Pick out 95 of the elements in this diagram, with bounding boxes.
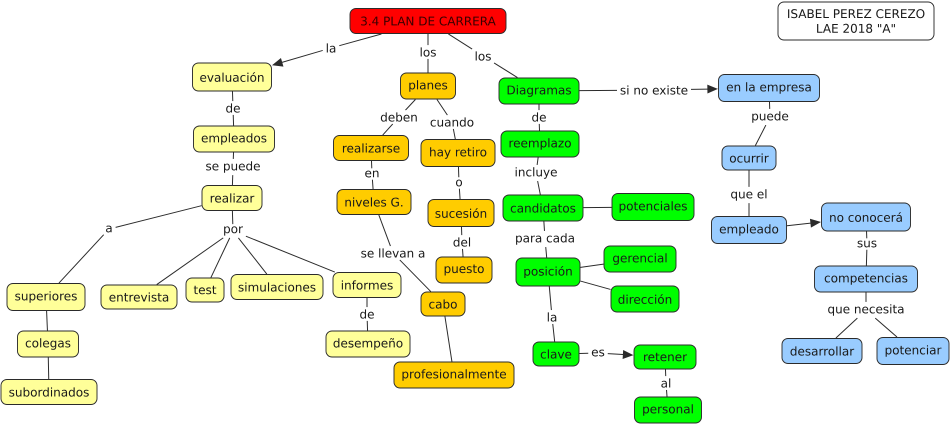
edge-label: se puede: [202, 159, 264, 175]
concept-box: simulaciones: [230, 274, 324, 300]
concept-box: desarrollar: [782, 338, 862, 364]
edge-label: que el: [728, 187, 770, 203]
concept-box: dirección: [610, 286, 680, 312]
concept-box: test: [186, 278, 224, 302]
concept-box: empleado: [711, 216, 787, 244]
concept-box: profesionalmente: [394, 362, 514, 388]
edge-label: es: [588, 348, 608, 358]
concept-box: Diagramas: [498, 78, 580, 104]
connector-line: [664, 368, 668, 398]
connector-line: [536, 156, 541, 196]
concept-box: entrevista: [100, 284, 178, 310]
connector-line: [366, 297, 368, 332]
connector-line: [458, 166, 461, 200]
connector-line: [232, 152, 234, 186]
edge-label: de: [222, 101, 244, 115]
concept-box: hay retiro: [420, 139, 496, 167]
connector-line: [245, 236, 336, 273]
concept-box: potenciales: [612, 193, 694, 221]
connector-line: [382, 98, 416, 136]
concept-box: personal: [634, 396, 702, 424]
concept-box: gerencial: [604, 246, 676, 272]
edge-label: cuando: [427, 115, 477, 129]
edge-label: la: [544, 310, 560, 324]
concept-box: evaluación: [192, 62, 272, 92]
concept-box: competencias: [814, 266, 918, 292]
edge-label: a: [102, 224, 116, 234]
concept-box: potenciar: [876, 337, 950, 365]
connector-line: [874, 318, 898, 338]
concept-box: subordinados: [0, 379, 98, 405]
edge-label: de: [356, 307, 378, 321]
connector-line: [866, 230, 868, 266]
concept-box: empleados: [193, 126, 275, 152]
connector-line: [448, 33, 518, 78]
edge-label: deben: [378, 110, 420, 124]
concept-box: reemplazo: [500, 130, 580, 158]
linking-phrase: que necesita: [824, 302, 908, 318]
title-box: 3.4 PLAN DE CARRERA: [350, 8, 506, 34]
edge-label: en: [362, 168, 382, 180]
edge-label: la: [323, 41, 340, 55]
concept-box: clave: [532, 342, 580, 366]
edge-label: sus: [854, 238, 880, 250]
linking-phrase: por: [220, 224, 246, 238]
connector-line: [58, 205, 202, 284]
edge-label: para cada: [512, 231, 578, 247]
connector-line: [238, 237, 268, 275]
concept-box: en la empresa: [718, 74, 820, 102]
connector-line: [232, 210, 234, 225]
connector-line: [748, 170, 750, 217]
edge-label: si no existe: [617, 83, 691, 97]
concept-box: desempeño: [326, 330, 410, 358]
connector-line: [156, 237, 224, 286]
concept-box: retener: [634, 344, 696, 370]
edge-label: se llevan a: [358, 246, 428, 260]
concept-box: niveles G.: [336, 189, 412, 215]
connector-line: [543, 220, 548, 258]
edge-label: incluye: [512, 165, 560, 181]
concept-box: candidatos: [502, 194, 584, 222]
connector-line: [754, 101, 770, 146]
connector-line: [436, 98, 456, 140]
connector-line: [582, 206, 612, 208]
connector-line: [548, 286, 556, 342]
connector-line: [835, 318, 858, 339]
edge-label: puede: [748, 109, 792, 125]
edge-label: del: [450, 235, 474, 249]
connector-line: [378, 214, 432, 292]
concept-box: realizarse: [333, 135, 409, 161]
connector-line: [580, 280, 612, 290]
concept-box: posición: [516, 258, 580, 286]
edge-label: al: [658, 376, 674, 390]
concept-box: realizar: [202, 185, 262, 211]
edge-label: los: [472, 49, 494, 63]
edge-label: los: [416, 45, 440, 59]
concept-box: cabo: [420, 292, 466, 316]
concept-box: colegas: [17, 330, 79, 358]
concept-box: sucesión: [428, 199, 494, 227]
connector-line: [210, 237, 230, 278]
connector-line: [48, 356, 50, 380]
edge-label: o: [452, 178, 466, 188]
edge-label: de: [528, 110, 550, 124]
connector-line: [538, 104, 540, 132]
connector-line: [460, 226, 464, 258]
connector-line: [46, 310, 48, 332]
connector-line: [232, 90, 234, 126]
concept-box: ocurrir: [722, 146, 776, 170]
concept-box: informes: [332, 272, 402, 298]
concept-box: puesto: [436, 256, 492, 284]
author-box: ISABEL PEREZ CEREZO LAE 2018 "A": [778, 2, 934, 40]
concept-box: superiores: [6, 283, 86, 311]
connector-line: [580, 264, 604, 268]
connector-line: [371, 160, 374, 190]
concept-box: planes: [400, 72, 456, 100]
connector-line: [444, 316, 452, 362]
concept-box: no conocerá: [821, 202, 911, 232]
